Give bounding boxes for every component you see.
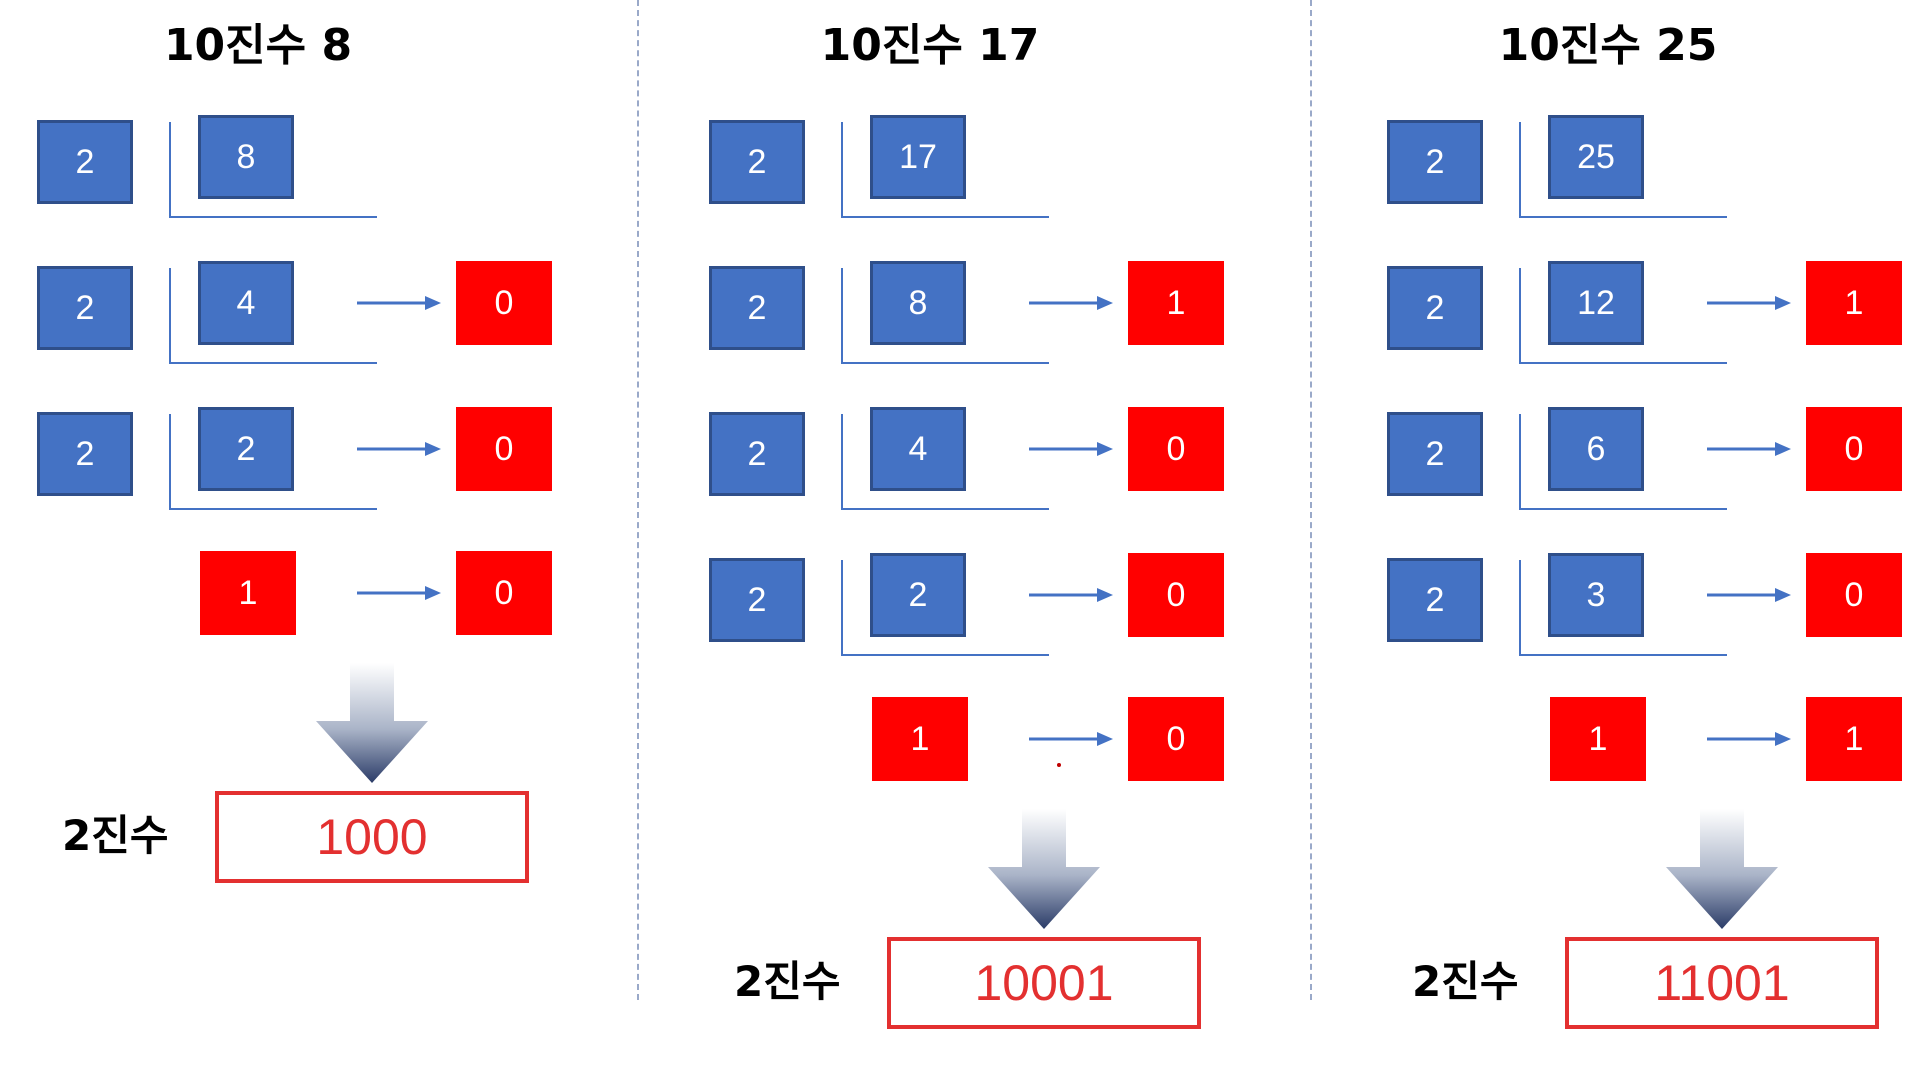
divisor-box: 2	[709, 266, 805, 350]
panel-title: 10진수 25	[1498, 20, 1718, 71]
remainder-box: 0	[456, 407, 552, 491]
remainder-box: 0	[1806, 407, 1902, 491]
dividend-box: 25	[1548, 115, 1644, 199]
division-bracket	[1519, 122, 1727, 218]
right-arrow-icon	[357, 296, 441, 310]
divisor-box: 2	[709, 120, 805, 204]
stray-dot	[1057, 763, 1061, 767]
binary-result-box: 1000	[215, 791, 529, 883]
right-arrow-icon	[1029, 588, 1113, 602]
division-bracket	[841, 414, 1049, 510]
division-bracket	[169, 122, 377, 218]
remainder-box: 0	[456, 551, 552, 635]
panel-title: 10진수 8	[163, 20, 353, 71]
dividend-box: 4	[870, 407, 966, 491]
division-bracket	[169, 414, 377, 510]
down-arrow-icon	[316, 663, 428, 783]
right-arrow-icon	[1707, 442, 1791, 456]
remainder-box: 0	[456, 261, 552, 345]
divisor-box: 2	[709, 558, 805, 642]
dividend-box: 2	[198, 407, 294, 491]
right-arrow-icon	[1029, 296, 1113, 310]
dividend-box: 12	[1548, 261, 1644, 345]
divisor-box: 2	[1387, 558, 1483, 642]
division-bracket	[841, 268, 1049, 364]
remainder-box: 1	[1806, 261, 1902, 345]
right-arrow-icon	[357, 586, 441, 600]
division-bracket	[841, 122, 1049, 218]
binary-result-box: 11001	[1565, 937, 1879, 1029]
divisor-box: 2	[1387, 120, 1483, 204]
binary-result-box: 10001	[887, 937, 1201, 1029]
right-arrow-icon	[357, 442, 441, 456]
right-arrow-icon	[1707, 296, 1791, 310]
final-quotient-box: 1	[1550, 697, 1646, 781]
right-arrow-icon	[1707, 588, 1791, 602]
right-arrow-icon	[1029, 732, 1113, 746]
remainder-box: 1	[1128, 261, 1224, 345]
dividend-box: 8	[198, 115, 294, 199]
divisor-box: 2	[1387, 266, 1483, 350]
dividend-box: 17	[870, 115, 966, 199]
remainder-box: 0	[1128, 553, 1224, 637]
final-quotient-box: 1	[872, 697, 968, 781]
remainder-box: 0	[1806, 553, 1902, 637]
divisor-box: 2	[37, 120, 133, 204]
binary-label: 2진수	[734, 957, 841, 1006]
division-bracket	[1519, 414, 1727, 510]
binary-label: 2진수	[1412, 957, 1519, 1006]
division-bracket	[841, 560, 1049, 656]
remainder-box: 0	[1128, 407, 1224, 491]
divisor-box: 2	[37, 266, 133, 350]
division-bracket	[1519, 268, 1727, 364]
dividend-box: 4	[198, 261, 294, 345]
division-bracket	[1519, 560, 1727, 656]
dividend-box: 2	[870, 553, 966, 637]
divisor-box: 2	[37, 412, 133, 496]
panel-separator	[1310, 0, 1312, 1000]
dividend-box: 8	[870, 261, 966, 345]
panel-separator	[637, 0, 639, 1000]
divisor-box: 2	[709, 412, 805, 496]
divisor-box: 2	[1387, 412, 1483, 496]
right-arrow-icon	[1029, 442, 1113, 456]
panel-title: 10진수 17	[820, 20, 1040, 71]
dividend-box: 3	[1548, 553, 1644, 637]
remainder-box: 0	[1128, 697, 1224, 781]
final-quotient-box: 1	[200, 551, 296, 635]
division-bracket	[169, 268, 377, 364]
remainder-box: 1	[1806, 697, 1902, 781]
dividend-box: 6	[1548, 407, 1644, 491]
right-arrow-icon	[1707, 732, 1791, 746]
down-arrow-icon	[988, 809, 1100, 929]
down-arrow-icon	[1666, 809, 1778, 929]
binary-label: 2진수	[62, 811, 169, 860]
